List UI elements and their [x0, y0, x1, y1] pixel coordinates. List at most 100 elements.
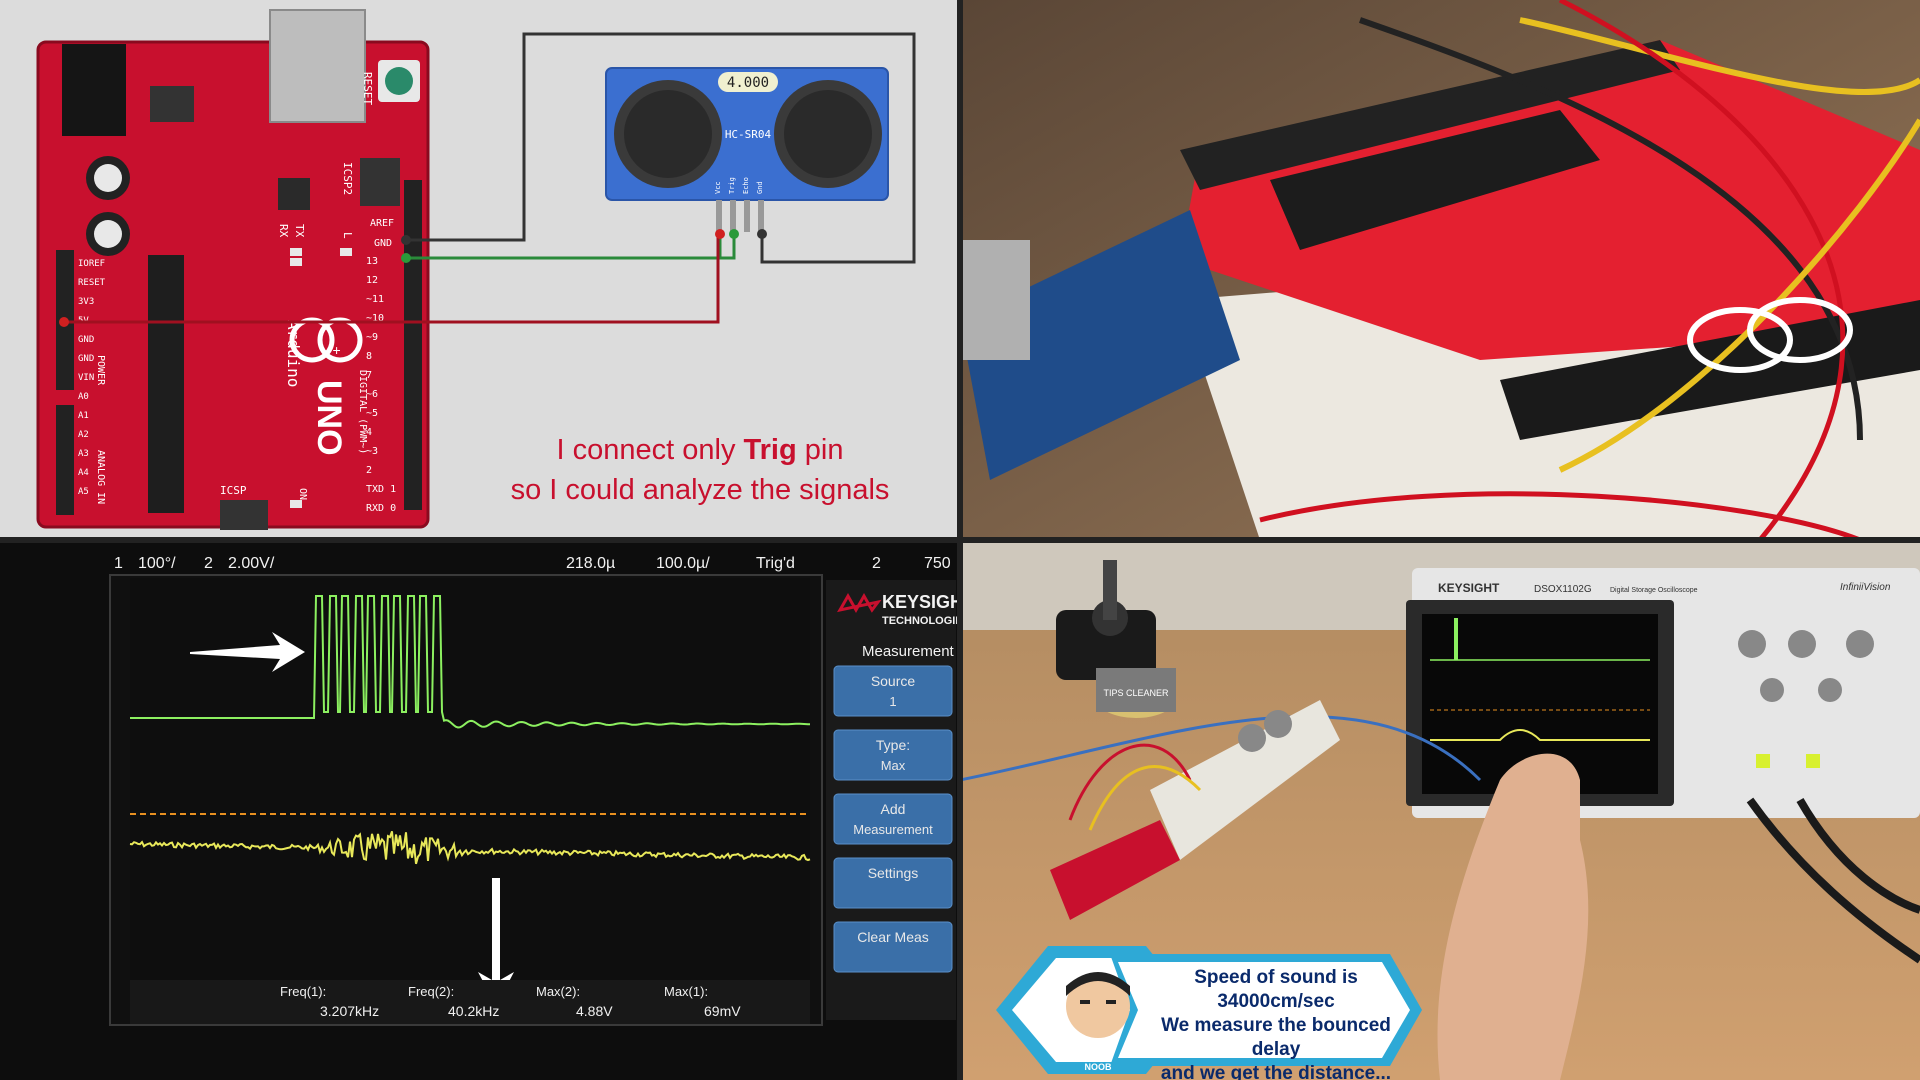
scope-model-photo: DSOX1102G [1534, 584, 1592, 595]
left-pin-label: VIN [78, 373, 94, 383]
scope-brand: KEYSIGHT [882, 592, 960, 612]
sensor-pin-label: Gnd [756, 181, 764, 194]
board-model: UNO [310, 380, 348, 456]
ch2-scale: 2.00V/ [228, 555, 275, 572]
badge-line1: Speed of sound is 34000cm/sec [1194, 967, 1358, 1012]
menu-button-value: 1 [889, 694, 896, 709]
ch1-number: 1 [114, 555, 123, 572]
ch1-trace [129, 830, 811, 865]
menu-button-label: Source [871, 673, 916, 689]
left-pin-label: GND [78, 354, 94, 364]
ch2-trace [130, 595, 810, 729]
measurement-label: Max(1): [664, 984, 708, 999]
menu-button-3[interactable]: Settings [833, 857, 953, 909]
left-pin-label: A5 [78, 487, 89, 497]
l-label: L [341, 232, 354, 239]
left-pin-label: A3 [78, 449, 89, 459]
pin-label: ~9 [366, 332, 378, 343]
timebase: 100.0µ/ [656, 555, 710, 572]
keysight-logo-icon [837, 592, 882, 614]
pin-label: 2 [366, 465, 372, 476]
sensor-pin-labels: Vcc Trig Echo Gnd [714, 177, 764, 194]
sensor-pin-label: Echo [742, 177, 750, 194]
sensor-pin-label: Trig [728, 177, 736, 194]
photo-arduino-breadboard [960, 0, 1920, 540]
pin-label: ~11 [366, 294, 384, 305]
arrow-down-icon [478, 878, 514, 1006]
left-pin-label: 3V3 [78, 297, 94, 307]
caption-line1-post: pin [796, 434, 844, 466]
menu-button-label: Add [881, 801, 906, 817]
oscilloscope-screen-closeup: 1 100°/ 2 2.00V/ 218.0µ 100.0µ/ Trig'd 2… [0, 540, 960, 1080]
menu-button-value: Max [881, 758, 906, 773]
sensor-pin-label: Vcc [714, 181, 722, 194]
menu-button-label: Clear Meas [857, 929, 929, 945]
icsp2-label: ICSP2 [341, 162, 354, 195]
measurement-label: Freq(2): [408, 984, 454, 999]
trigger-channel: 2 [872, 555, 881, 572]
arrow-right-icon [190, 632, 305, 672]
caption-line2: so I could analyze the signals [510, 474, 890, 506]
pin-label: ~6 [366, 389, 378, 400]
left-pin-label: A2 [78, 430, 89, 440]
scope-brand-sub: TECHNOLOGIES [882, 615, 960, 627]
menu-button-4[interactable]: Clear Meas [833, 921, 953, 973]
panel-divider-horizontal [0, 537, 1920, 543]
ch2-number: 2 [204, 555, 213, 572]
pin-label: 12 [366, 275, 378, 286]
ch1-scale: 100°/ [138, 555, 176, 572]
menu-button-value: Measurement [853, 822, 933, 837]
arduino-wiring-diagram: - + Arduino UNO RESET ICSP2 ICSP TX RX L… [0, 0, 960, 540]
photo-oscilloscope-desk: TIPS CLEANER KEYSIGHT DSOX1102G Digital … [960, 540, 1920, 1080]
reset-label: RESET [361, 72, 374, 105]
measurement-label: Freq(1): [280, 984, 326, 999]
left-pin-label: A0 [78, 392, 89, 402]
caption-trig-bold: Trig [743, 434, 797, 466]
analog-label: ANALOG IN [95, 450, 106, 504]
tips-cleaner-label: TIPS CLEANER [1103, 688, 1169, 698]
pin-label: TXD 1 [366, 484, 396, 495]
menu-button-0[interactable]: Source 1 [833, 665, 953, 717]
badge-text: Speed of sound is 34000cm/sec We measure… [1136, 966, 1416, 1080]
measurement-value: 69mV [704, 1003, 741, 1019]
left-pin-label: A1 [78, 411, 89, 421]
badge-line3: and we get the distance... [1160, 1063, 1392, 1080]
pin-label: 7 [366, 370, 372, 381]
menu-button-1[interactable]: Type:Max [833, 729, 953, 781]
crystal-label: 4.000 [727, 75, 769, 91]
rx-label: RX [277, 224, 290, 238]
left-pin-label: A4 [78, 468, 89, 478]
avatar [1066, 974, 1130, 1038]
left-pin-label: IOREF [78, 259, 105, 269]
measurement-value: 3.207kHz [320, 1003, 379, 1019]
pin-label: 8 [366, 351, 372, 362]
menu-title: Measurement [862, 643, 955, 660]
measurement-value: 40.2kHz [448, 1003, 499, 1019]
badge-line2: We measure the bounced delay [1161, 1015, 1391, 1060]
measurement-menu: Source 1Type:MaxAddMeasurementSettingsCle… [833, 665, 953, 973]
gnd-label: GND [374, 238, 392, 249]
digital-label: DIGITAL (PWM~) [357, 370, 368, 454]
trigger-level: 750 [924, 555, 951, 572]
sensor-model: HC-SR04 [725, 128, 772, 141]
measurement-value: 4.88V [576, 1003, 613, 1019]
pin-label: ~5 [366, 408, 378, 419]
trigger-status: Trig'd [756, 555, 795, 572]
pin-label: ~10 [366, 313, 384, 324]
scope-desc-photo: Digital Storage Oscilloscope [1610, 587, 1698, 594]
caption: I connect only Trig pin so I could analy… [500, 430, 900, 510]
pin-label: ~3 [366, 446, 378, 457]
left-pin-label: GND [78, 335, 94, 345]
aref-label: AREF [370, 218, 394, 229]
badge-name: NOOB [1085, 1062, 1113, 1072]
scope-series-photo: InfiniiVision [1840, 582, 1891, 593]
on-label: ON [297, 488, 308, 500]
pin-label: 4 [366, 427, 372, 438]
time-delay: 218.0µ [566, 555, 615, 572]
pin-label: RXD 0 [366, 503, 396, 514]
measurement-label: Max(2): [536, 984, 580, 999]
scope-brand-photo: KEYSIGHT [1438, 581, 1500, 595]
